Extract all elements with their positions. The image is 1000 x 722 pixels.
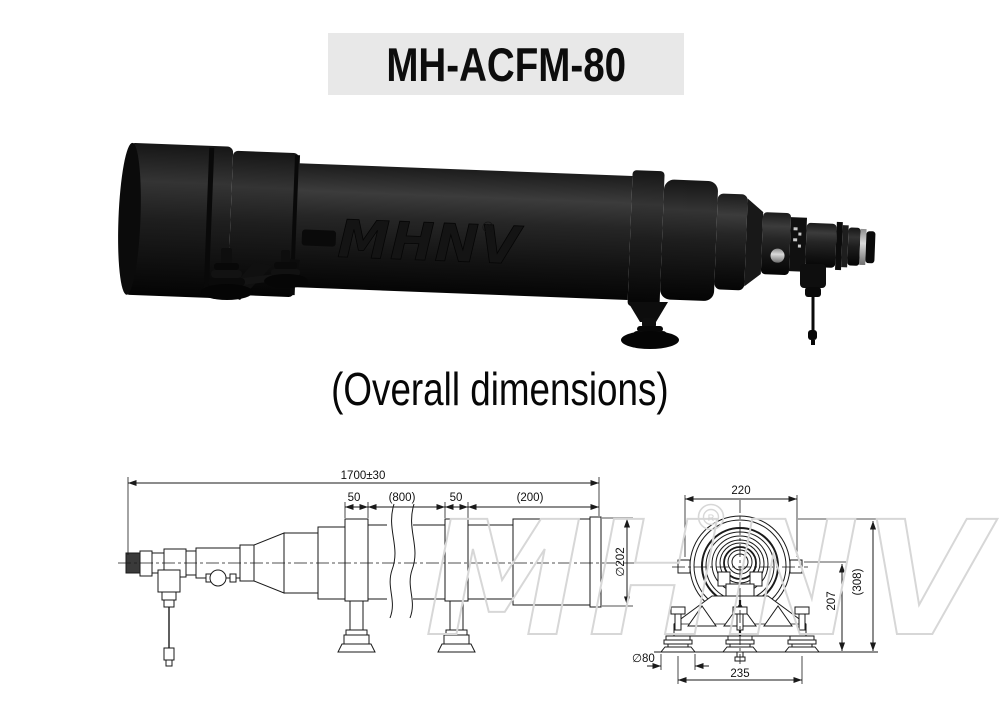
dim-band1-width: 50 [348,492,361,504]
eyepiece-end [865,231,876,264]
rear-left-foot [264,274,308,288]
reducer-cone [744,198,764,287]
side-view-foot-2 [437,600,476,653]
right-foot [621,331,679,349]
side-view-foot-1 [337,600,376,653]
eyepiece-tube [805,222,837,268]
end-view-feet [659,606,821,662]
product-title: MH-ACFM-80 [386,37,626,91]
dim-overall-length: 1700±30 [341,470,386,482]
front-support-feet [201,248,308,300]
dim-rear-length: (200) [517,492,544,504]
brand-logo-embossed: MHNV [337,210,525,277]
dim-feet-spacing: 235 [730,668,749,680]
mount-band [627,170,665,308]
dim-end-width: 220 [731,485,750,497]
dim-mid-length: (800) [389,492,416,504]
end-view-dimensions: 220 (308) 207 ∅80 235 [632,485,878,684]
side-view-dimensions: 1700±30 50 (800) 50 (200) ∅202 [127,470,633,607]
hanging-probe [800,264,826,345]
device-body: MHNV ® [118,142,876,308]
side-view: 1700±30 50 (800) 50 (200) ∅202 [118,470,650,667]
main-tube [293,163,633,300]
product-title-box: MH-ACFM-80 [328,33,684,95]
dim-overall-height: (308) [852,568,864,595]
dim-center-height: 207 [826,591,838,610]
subtitle-row: (Overall dimensions) [0,362,1000,416]
objective-face [118,142,141,295]
rear-support-foot [621,302,679,349]
dim-tube-diameter: ∅202 [615,547,627,576]
brand-mark-embossed: ® [480,218,496,237]
dim-band2-width: 50 [450,492,463,504]
latch-tab [301,229,337,247]
watermark: MHNV R [424,487,998,673]
eyepiece-ring [847,227,861,266]
dim-foot-diameter: ∅80 [632,653,655,665]
reducer-2 [714,193,748,291]
front-left-foot [201,284,253,300]
reducer-1 [660,179,718,301]
watermark-registered-mark: R [708,513,715,523]
subtitle-text: (Overall dimensions) [331,363,669,415]
end-view: 220 (308) 207 ∅80 235 [632,485,878,684]
side-view-probe [157,569,181,667]
watermark-text: MHNV [425,488,998,672]
focus-knob [770,248,785,263]
eyepiece-silver-ring [859,228,867,266]
